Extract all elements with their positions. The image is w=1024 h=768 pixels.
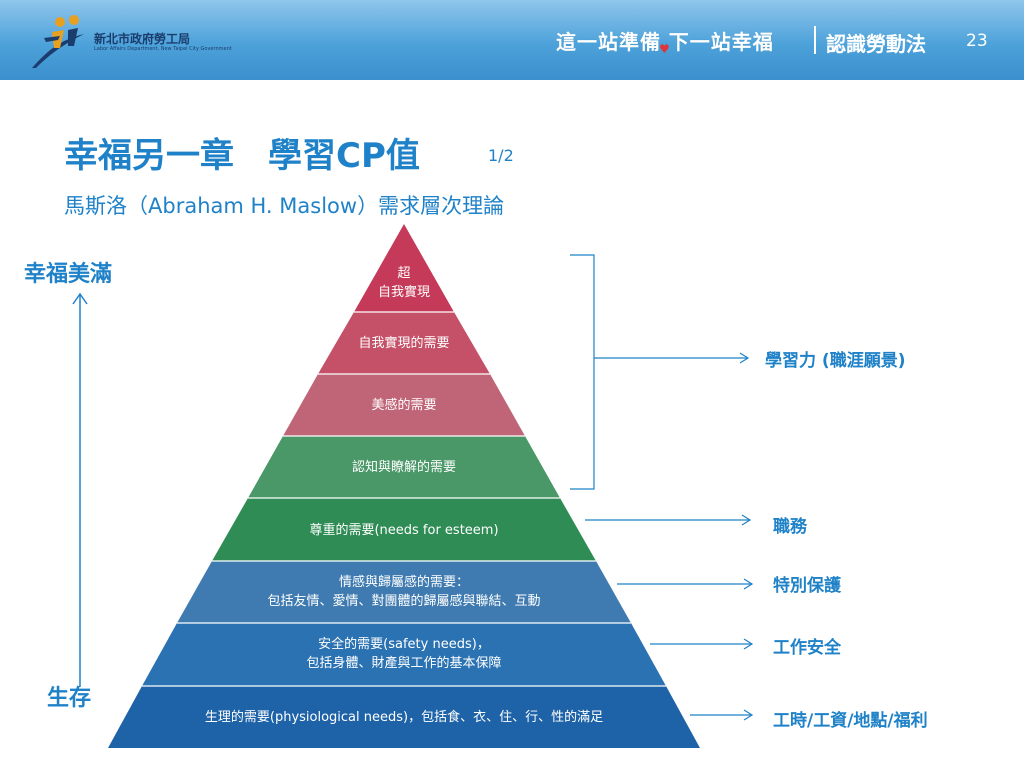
level-1-line1: 超: [397, 266, 411, 281]
slide-page-indicator: 1/2: [488, 146, 514, 165]
pyramid-level-4: [248, 436, 560, 498]
level-6-line2: 包括友情、愛情、對團體的歸屬感與聯結、互動: [267, 594, 541, 609]
level-2-text: 自我實現的需要: [358, 336, 450, 351]
pyramid-level-2: [318, 312, 490, 374]
pyramid-level-8: [108, 686, 700, 748]
arrow-safety-head: [743, 638, 754, 650]
label-duty: 職務: [773, 517, 807, 537]
arrow-learning-head: [739, 352, 750, 364]
pyramid-level-5: [212, 498, 596, 561]
level-7-line1: 安全的需要(safety needs)，: [318, 637, 490, 652]
level-1-line2: 自我實現: [377, 285, 430, 300]
level-1-text: 超 自我實現: [354, 264, 454, 302]
label-conditions: 工時/工資/地點/福利: [773, 711, 928, 731]
level-7-line2: 包括身體、財產與工作的基本保障: [306, 656, 502, 671]
slogan: 這一站準備♥下一站幸福: [556, 26, 774, 56]
level-4-text: 認知與瞭解的需要: [351, 460, 456, 475]
slide-subtitle: 馬斯洛（Abraham H. Maslow）需求層次理論: [64, 194, 505, 218]
label-learning: 學習力 (職涯願景): [765, 351, 906, 371]
org-name: 新北市政府勞工局: [94, 32, 191, 46]
pyramid-level-1: [354, 224, 454, 312]
level-5-text: 尊重的需要(needs for esteem): [309, 523, 499, 538]
pyramid-level-6: [177, 561, 631, 623]
header-bar: 新北市政府勞工局 Labor Affairs Department, New T…: [0, 0, 1024, 80]
up-arrow-icon: [72, 292, 88, 687]
arrow-conditions-head: [743, 709, 754, 721]
pyramid-dividers: [142, 311, 666, 687]
arrow-protection-head: [743, 578, 754, 590]
label-protection: 特別保護: [773, 576, 841, 596]
slide-title: 幸福另一章 學習CP值: [64, 136, 420, 176]
slogan-part1: 這一站準備: [556, 30, 661, 54]
level-8-text: 生理的需要(physiological needs)，包括食、衣、住、行、性的滿…: [204, 710, 604, 725]
level-6-line1: 情感與歸屬感的需要：: [338, 575, 469, 590]
level-6-text: 情感與歸屬感的需要： 包括友情、愛情、對團體的歸屬感與聯結、互動: [177, 573, 631, 611]
page-number: 23: [966, 31, 988, 51]
level-7-text: 安全的需要(safety needs)， 包括身體、財產與工作的基本保障: [142, 635, 666, 673]
heart-icon: ♥: [659, 42, 671, 56]
pyramid-level-7: [142, 623, 666, 686]
bracket-connector: [570, 254, 595, 490]
label-safety: 工作安全: [773, 638, 841, 658]
header-divider: [814, 26, 816, 54]
logo-icon: [32, 15, 84, 68]
slogan-part2: 下一站幸福: [668, 30, 774, 54]
pyramid-level-3: [283, 374, 525, 436]
org-subtitle: Labor Affairs Department, New Taipei Cit…: [94, 46, 232, 52]
level-3-text: 美感的需要: [371, 398, 437, 413]
arrow-duty-head: [741, 514, 752, 526]
axis-bottom-label: 生存: [47, 686, 92, 711]
axis-top-label: 幸福美滿: [24, 262, 113, 287]
section-title: 認識勞動法: [826, 32, 926, 56]
